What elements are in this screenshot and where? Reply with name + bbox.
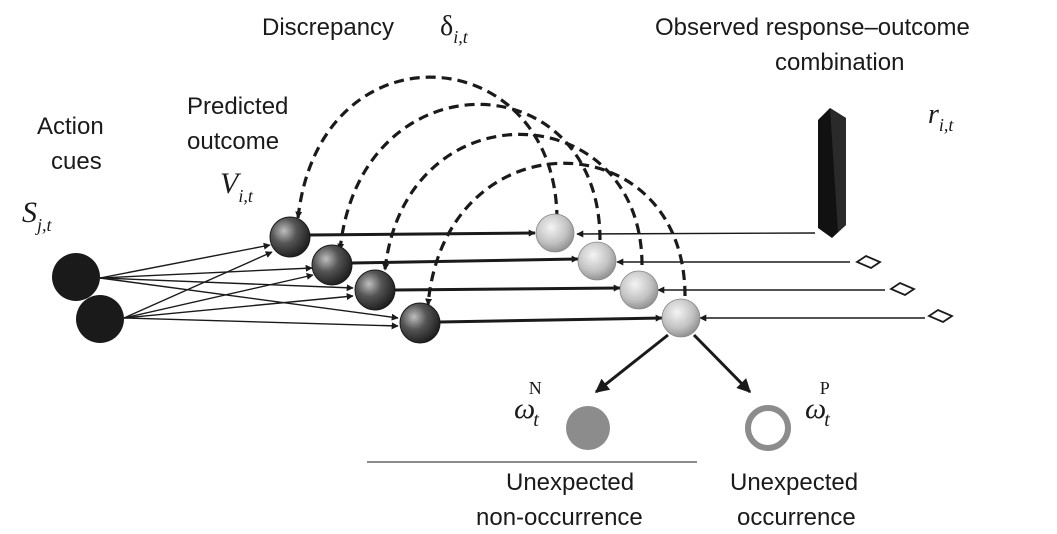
comparison-node-2 xyxy=(577,241,617,281)
r-label: ri,t xyxy=(928,99,954,135)
comparison-node-3 xyxy=(619,270,659,310)
observed-diamond-3 xyxy=(927,308,954,324)
comparison-node-1 xyxy=(535,213,575,253)
unexpected-occurrence-line2: occurrence xyxy=(737,504,856,531)
observed-title-line2: combination xyxy=(775,49,904,76)
observed-diamond-1 xyxy=(855,254,882,270)
discrepancy-arc-1 xyxy=(295,75,559,221)
predicted-outcome-nodes xyxy=(269,216,441,344)
discrepancy-arcs xyxy=(295,75,687,306)
prediction-arrows xyxy=(307,229,663,324)
observed-diamonds xyxy=(855,254,954,324)
delta-label: δi,t xyxy=(440,11,469,47)
predicted-node-4 xyxy=(399,302,441,344)
cue-connections xyxy=(99,242,399,330)
s-label: Sj,t xyxy=(22,196,53,235)
unexpected-occurrence-line1: Unexpected xyxy=(730,469,858,496)
unexpected-occurrence-node xyxy=(745,405,791,451)
action-cues-line2: cues xyxy=(51,148,102,175)
discrepancy-label: Discrepancy xyxy=(262,14,394,41)
observed-arrows xyxy=(576,230,925,322)
output-arrows xyxy=(594,333,752,394)
discrepancy-arc-3 xyxy=(382,132,644,271)
unexpected-non-occurrence-line1: Unexpected xyxy=(506,469,634,496)
omega-p-label: ωtP xyxy=(805,378,830,431)
action-cue-node-2 xyxy=(76,295,124,343)
comparison-node-4 xyxy=(661,298,701,338)
discrepancy-arc-2 xyxy=(337,102,602,251)
action-cues-line1: Action xyxy=(37,113,104,140)
observed-outcome-bar xyxy=(818,108,846,238)
predicted-outcome-line2: outcome xyxy=(187,128,279,155)
comparison-nodes xyxy=(535,213,701,338)
observed-title-line1: Observed response–outcome xyxy=(655,14,970,41)
observed-diamond-2 xyxy=(889,281,916,297)
discrepancy-arc-4 xyxy=(425,161,687,306)
action-cue-node-1 xyxy=(52,253,100,301)
predicted-node-2 xyxy=(311,244,353,286)
predicted-outcome-line1: Predicted xyxy=(187,93,288,120)
action-cue-nodes xyxy=(52,253,124,343)
unexpected-non-occurrence-line2: non-occurrence xyxy=(476,504,643,531)
v-label: Vi,t xyxy=(220,167,254,206)
predicted-node-1 xyxy=(269,216,311,258)
unexpected-non-occurrence-node xyxy=(566,406,610,450)
omega-n-label: ωtN xyxy=(514,378,542,431)
predicted-node-3 xyxy=(354,269,396,311)
